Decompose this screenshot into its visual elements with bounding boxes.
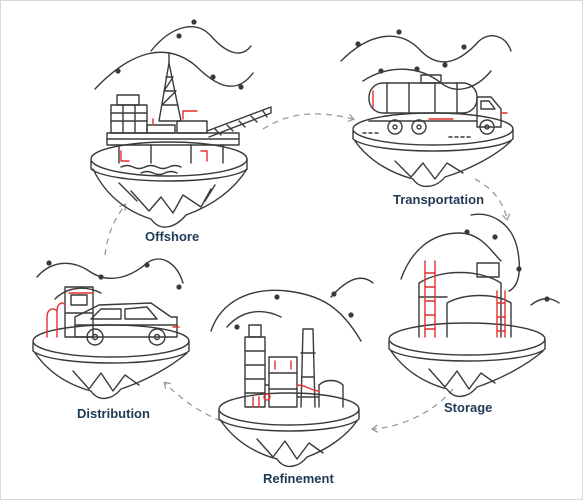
arrow-refinement-to-distribution — [163, 381, 222, 422]
cycle-arrows — [104, 113, 511, 433]
refinement-island — [210, 277, 374, 467]
offshore-accents — [120, 110, 208, 162]
offshore-island — [90, 19, 272, 228]
storage-island — [388, 213, 560, 397]
stage-label-distribution: Distribution — [77, 406, 150, 421]
offshore-pipeline-2 — [150, 26, 252, 54]
arrow-storage-to-refinement — [370, 388, 454, 433]
arrow-distribution-to-offshore — [104, 203, 127, 256]
stage-label-refinement: Refinement — [263, 471, 334, 486]
pipeline-nodes — [115, 19, 244, 90]
offshore-pipeline — [94, 51, 254, 90]
transportation-island — [340, 29, 514, 187]
arrow-transportation-to-storage — [474, 178, 511, 222]
stage-label-transportation: Transportation — [393, 192, 485, 207]
stage-label-storage: Storage — [444, 400, 493, 415]
arrow-offshore-to-transportation — [262, 113, 355, 130]
distribution-island — [32, 258, 190, 399]
stage-label-offshore: Offshore — [145, 229, 200, 244]
